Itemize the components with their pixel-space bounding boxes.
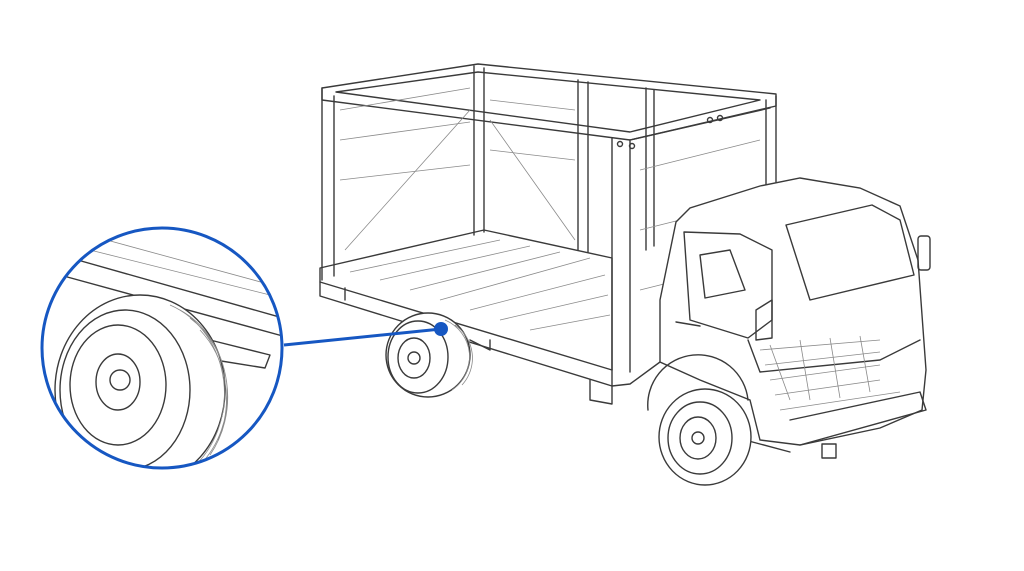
wheel-callout (40, 226, 448, 470)
callout-ring (40, 226, 284, 470)
front-wheel (647, 354, 752, 486)
callout-anchor-dot (434, 322, 448, 336)
callout-leader-line (283, 327, 442, 347)
rear-wheel (385, 312, 473, 398)
cargo-bed (319, 229, 661, 405)
truck-cab (659, 177, 931, 459)
callout-detail (42, 228, 282, 468)
